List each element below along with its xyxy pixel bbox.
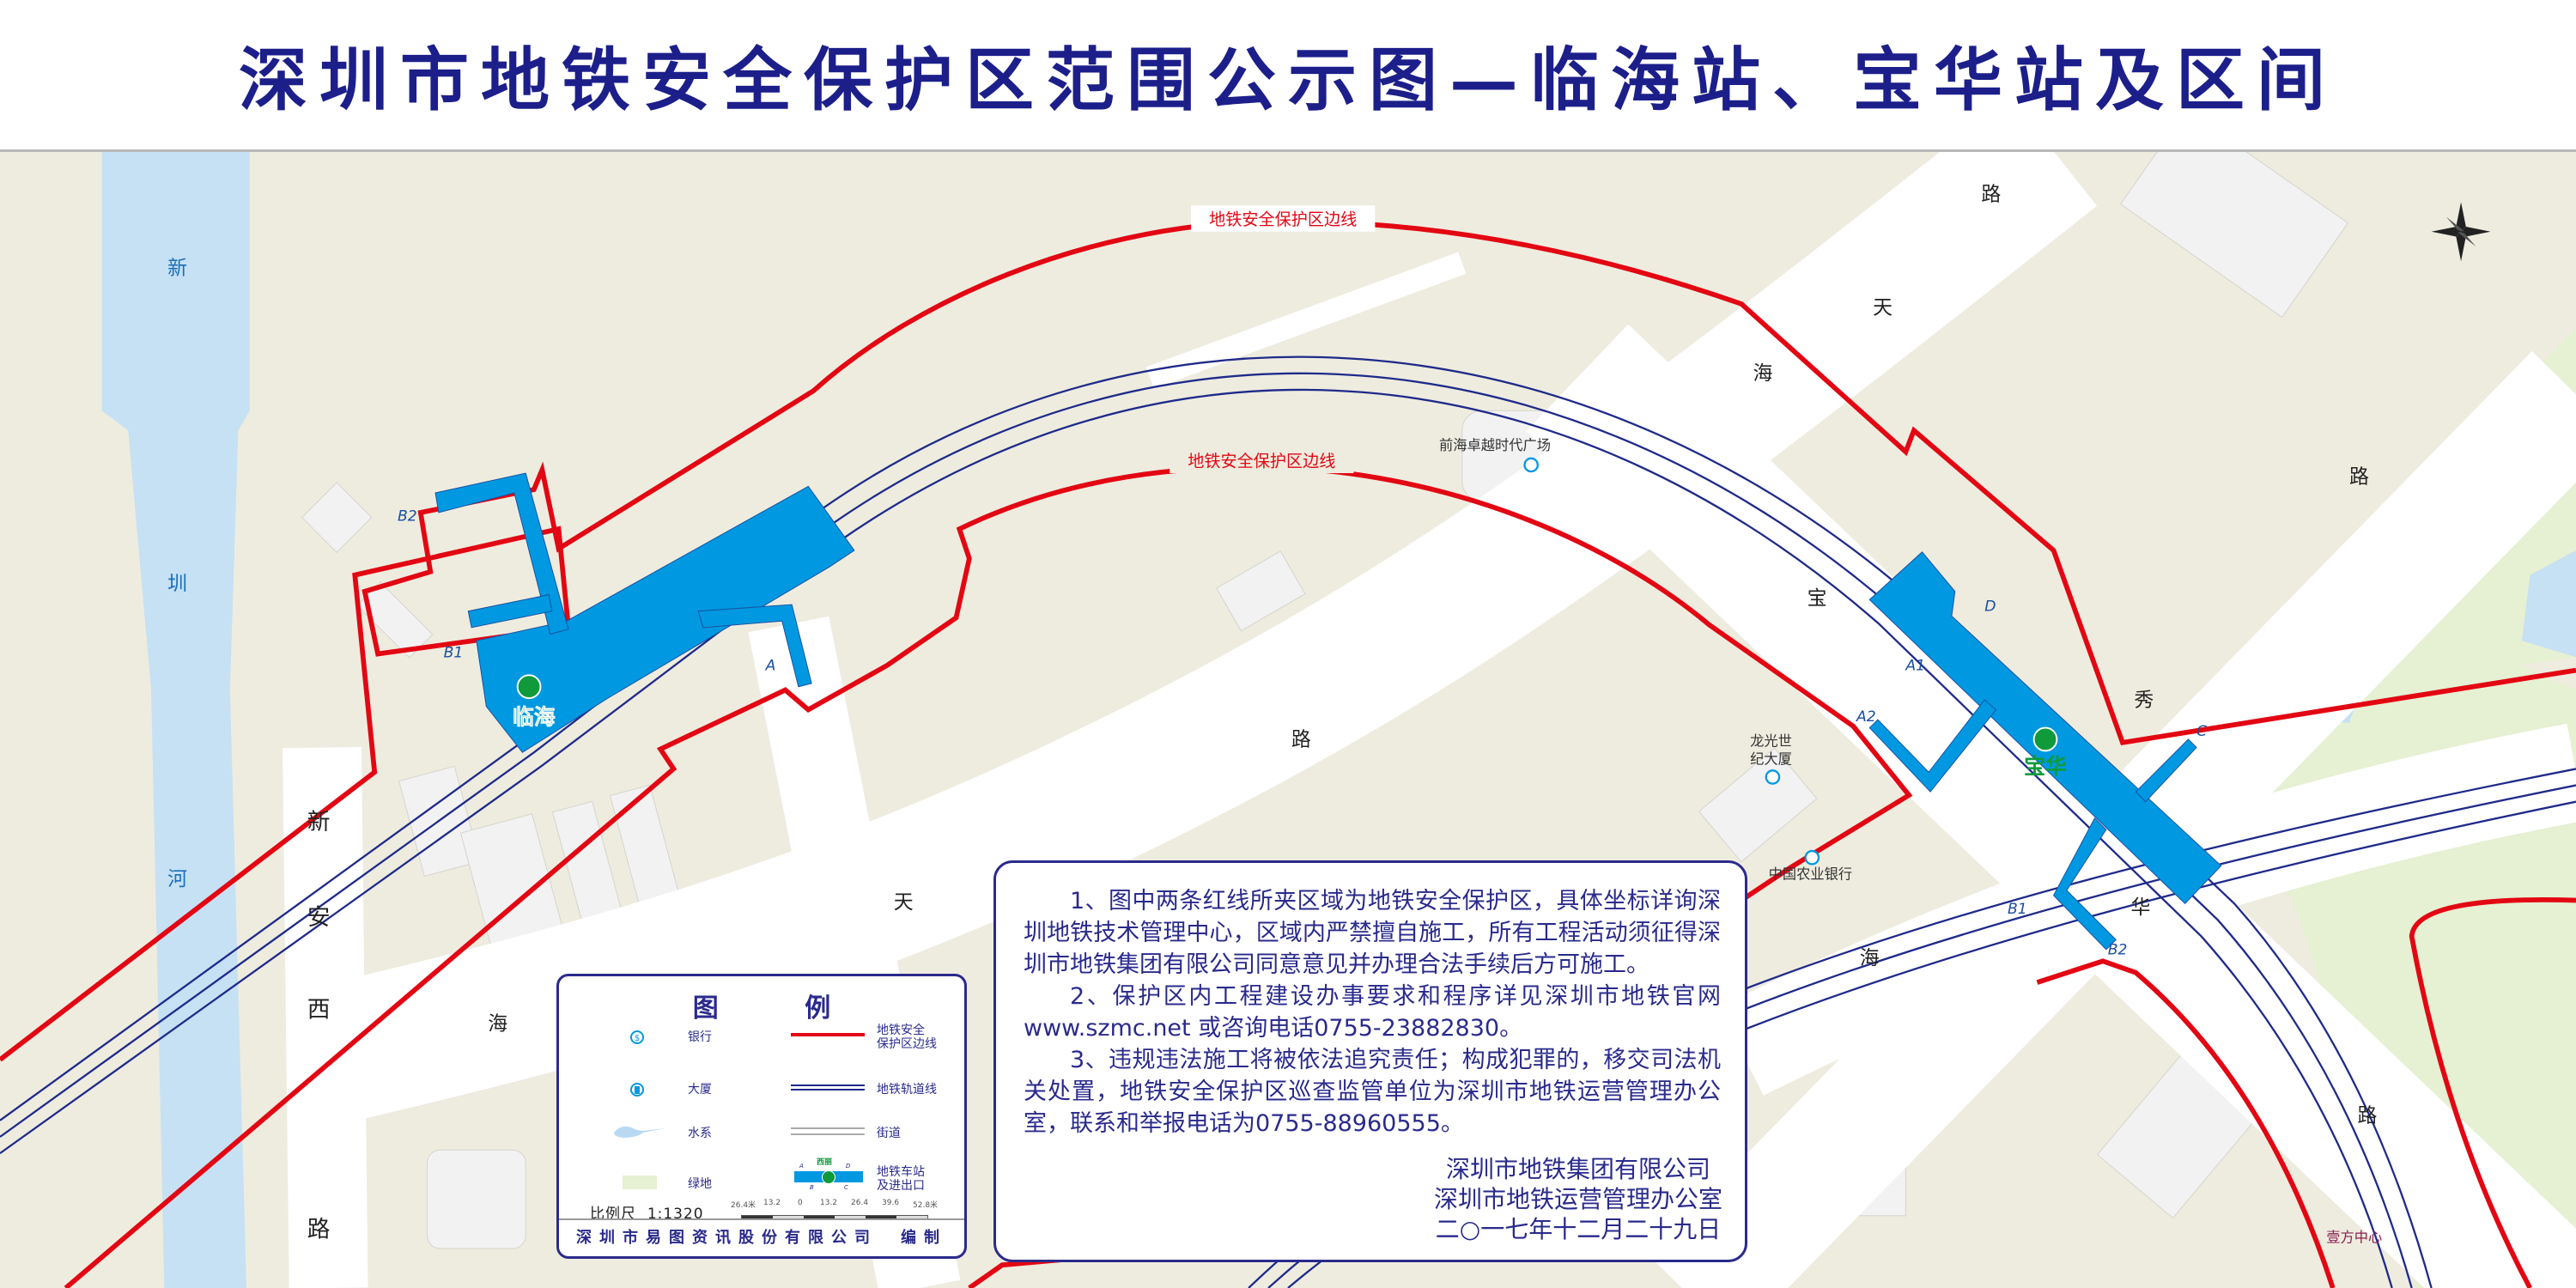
station-symbol: 西丽 A D B C bbox=[793, 1158, 865, 1194]
poi-yifang-center: 壹方中心 bbox=[2326, 1229, 2382, 1245]
issuer-1: 深圳市地铁集团有限公司 bbox=[1445, 1155, 1710, 1183]
legend-station-label: 地铁车站及进出口 bbox=[877, 1165, 925, 1193]
legend-green-label: 绿地 bbox=[688, 1177, 712, 1191]
legend-boundary-label: 地铁安全保护区边线 bbox=[877, 1024, 937, 1051]
building-icon bbox=[1765, 769, 1781, 785]
metro-logo-icon bbox=[2032, 726, 2058, 752]
baohua-exit-d-label: D bbox=[1984, 598, 1996, 616]
scale-tick: 13.2 bbox=[763, 1199, 781, 1207]
road-char: 路 bbox=[2349, 466, 2369, 489]
scale-tick: 13.2 bbox=[820, 1199, 838, 1207]
river-char: 圳 bbox=[167, 573, 187, 595]
road-char: 路 bbox=[2358, 1105, 2378, 1127]
notice-item-2: 2、保护区内工程建设办事要求和程序详见深圳市地铁官网www.szmc.net 或… bbox=[1024, 983, 1721, 1042]
scale-tick: 0 bbox=[798, 1199, 803, 1207]
baohua-station-name: 宝华 bbox=[2024, 754, 2067, 779]
notice-item-1: 1、图中两条红线所夹区域为地铁安全保护区，具体坐标详询深圳地铁技术管理中心，区域… bbox=[1024, 888, 1721, 978]
notice-signature: 深圳市地铁集团有限公司 深圳市地铁运营管理办公室 二○一七年十二月二十九日 bbox=[1434, 1154, 1722, 1244]
linhai-station[interactable] bbox=[434, 472, 855, 753]
river-char: 新 bbox=[167, 258, 187, 280]
notice-panel: 1、图中两条红线所夹区域为地铁安全保护区，具体坐标详询深圳地铁技术管理中心，区域… bbox=[993, 860, 1747, 1262]
bank-icon: $ bbox=[629, 1030, 645, 1048]
building-icon bbox=[629, 1082, 645, 1101]
legend-track-label: 地铁轨道线 bbox=[877, 1083, 937, 1097]
legend-station-line1: 地铁车站 bbox=[877, 1165, 925, 1179]
boundary-label-bg bbox=[1191, 205, 1376, 232]
legend-title: 图 例 bbox=[692, 993, 831, 1024]
road-char: 海 bbox=[1753, 362, 1772, 385]
issue-date: 二○一七年十二月二十九日 bbox=[1435, 1215, 1722, 1243]
xinshenhe-river bbox=[101, 151, 250, 1288]
boundary-line-symbol bbox=[791, 1033, 865, 1036]
scale-tick: 52.8米 bbox=[913, 1201, 939, 1210]
baohua-exit-b2-label: B2 bbox=[2108, 942, 2128, 959]
street-symbol bbox=[791, 1127, 865, 1135]
baohua-exit-b1-label: B1 bbox=[2008, 901, 2027, 918]
scale-tick: 26.4 bbox=[851, 1199, 869, 1207]
legend-street-label: 街道 bbox=[877, 1127, 901, 1140]
road-char: 宝 bbox=[1807, 587, 1827, 610]
road-char: 海 bbox=[1860, 947, 1880, 969]
boundary-label-outer: 地铁安全保护区边线 bbox=[1209, 210, 1357, 229]
road-char: 天 bbox=[894, 891, 914, 914]
green-symbol-icon bbox=[623, 1176, 657, 1189]
linhai-station-name: 临海 bbox=[513, 705, 556, 730]
legend-sample-exit: C bbox=[844, 1184, 848, 1191]
metro-logo-icon bbox=[516, 674, 542, 700]
poi-qianhai-plaza: 前海卓越时代广场 bbox=[1439, 437, 1551, 453]
legend-sample-exit: A bbox=[799, 1163, 804, 1170]
road-char: 海 bbox=[488, 1013, 507, 1036]
scale-tick: 39.6 bbox=[882, 1199, 900, 1207]
legend-sample-exit: B bbox=[810, 1184, 814, 1191]
issuer-2: 深圳市地铁运营管理办公室 bbox=[1433, 1185, 1722, 1213]
building-icon bbox=[1523, 457, 1539, 473]
title-bar: 深圳市地铁安全保护区范围公示图—临海站、宝华站及区间 bbox=[0, 0, 2576, 152]
compass-rose-icon bbox=[2431, 202, 2491, 262]
linhai-exit-a-label: A bbox=[765, 658, 776, 675]
linhai-exit-b1-label: B1 bbox=[444, 644, 464, 661]
legend-boundary-line2: 保护区边线 bbox=[877, 1037, 937, 1051]
road-char: 路 bbox=[307, 1217, 331, 1243]
legend-panel: 图 例 $ 银行 大厦 水系 绿地 地铁安全保护区边线 地铁轨道线 街道 西丽 … bbox=[556, 974, 967, 1259]
river-labels: 新 圳 河 bbox=[167, 258, 187, 891]
legend-sample-station-name: 西丽 bbox=[817, 1158, 833, 1167]
road-char: 路 bbox=[1981, 183, 2001, 205]
water-symbol-icon bbox=[612, 1122, 667, 1143]
baohua-exit-c-label: C bbox=[2196, 723, 2207, 740]
road-char: 天 bbox=[1873, 296, 1893, 319]
river-char: 河 bbox=[167, 868, 187, 890]
legend-water-label: 水系 bbox=[688, 1127, 712, 1140]
road-char: 安 bbox=[307, 904, 331, 931]
scale-tick: 26.4米 bbox=[731, 1201, 756, 1210]
legend-sample-exit: D bbox=[846, 1163, 851, 1170]
linhai-exit-b2-label: B2 bbox=[398, 508, 417, 526]
legend-bank-label: 银行 bbox=[688, 1030, 712, 1044]
road-char: 秀 bbox=[2134, 690, 2154, 712]
road-labels: 新 安 西 路 海 天 路 海 天 路 宝 海 华 秀 路 路 bbox=[307, 183, 2378, 1242]
road-char: 路 bbox=[1291, 729, 1311, 751]
poi-longguang-line2: 纪大厦 bbox=[1750, 751, 1792, 768]
boundary-label-inner: 地铁安全保护区边线 bbox=[1188, 451, 1335, 471]
poi-longguang-line1: 龙光世 bbox=[1750, 733, 1792, 750]
road-char: 华 bbox=[2131, 896, 2151, 919]
track-line-symbol bbox=[791, 1084, 865, 1091]
water-pond bbox=[2521, 550, 2576, 658]
poi-abc-bank: 中国农业银行 bbox=[1769, 866, 1852, 883]
road-char: 新 bbox=[307, 809, 331, 835]
metro-logo-icon bbox=[822, 1170, 835, 1184]
notice-item-3: 3、违规违法施工将被依法追究责任；构成犯罪的，移交司法机关处置，地铁安全保护区巡… bbox=[1024, 1047, 1721, 1137]
road-char: 西 bbox=[307, 996, 331, 1023]
boundary-label-bg bbox=[1170, 447, 1354, 474]
map-title: 深圳市地铁安全保护区范围公示图—临海站、宝华站及区间 bbox=[239, 39, 2337, 120]
legend-compiler: 深圳市易图资讯股份有限公司 编制 bbox=[559, 1218, 964, 1256]
baohua-exit-a1-label: A1 bbox=[1905, 658, 1925, 675]
legend-boundary-line1: 地铁安全 bbox=[877, 1024, 925, 1037]
legend-station-line2: 及进出口 bbox=[877, 1179, 925, 1193]
legend-building-label: 大厦 bbox=[688, 1083, 712, 1097]
bank-icon bbox=[1804, 849, 1820, 866]
baohua-exit-a2-label: A2 bbox=[1856, 708, 1876, 726]
svg-text:$: $ bbox=[635, 1034, 640, 1043]
